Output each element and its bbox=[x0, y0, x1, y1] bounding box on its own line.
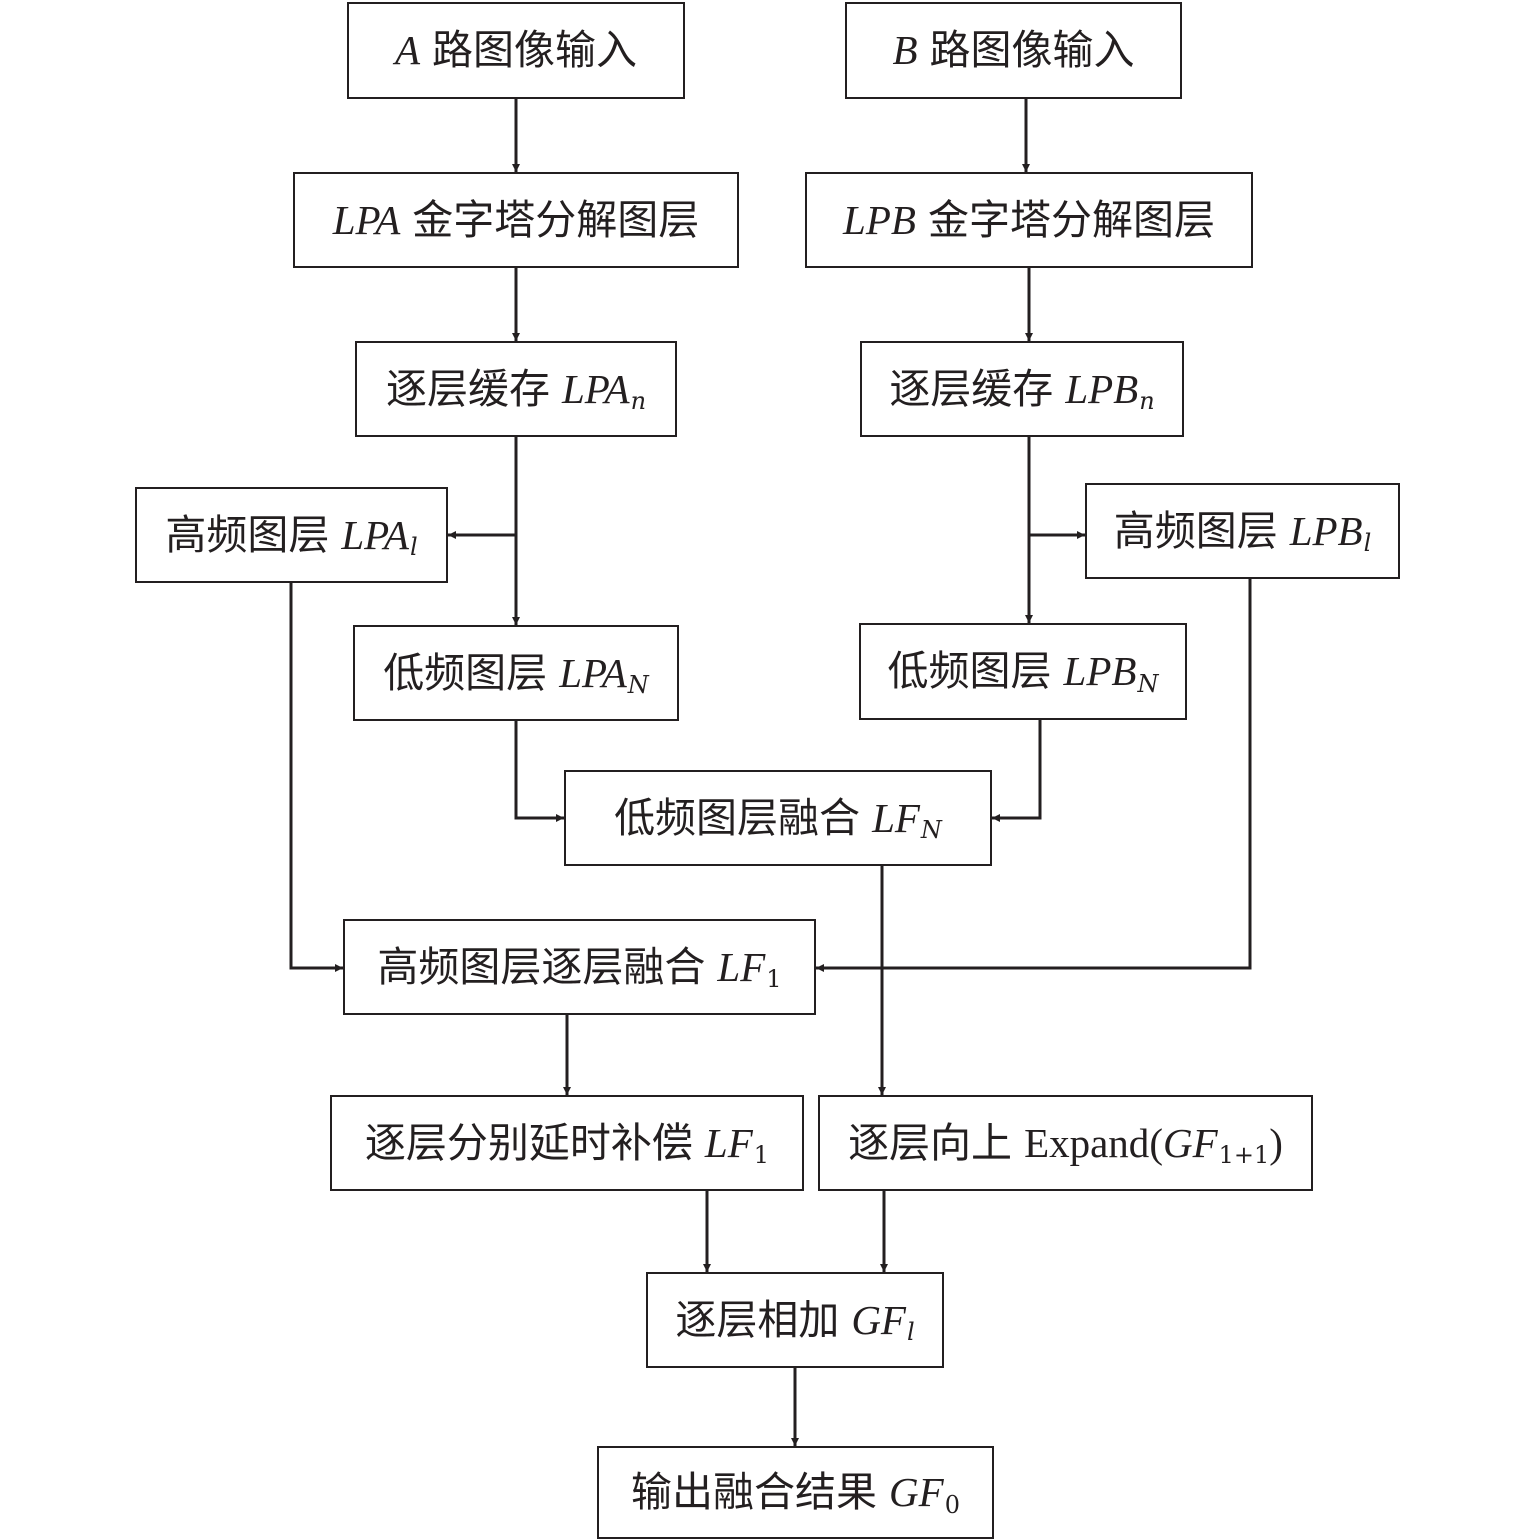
expand-sub: 1+1 bbox=[1218, 1141, 1270, 1169]
low-fusion-var: LF bbox=[872, 794, 920, 841]
arrow-lpb-high-to-high-fusion bbox=[816, 579, 1252, 972]
lpa-low-var: LPA bbox=[559, 649, 627, 696]
lpb-high-sub: l bbox=[1363, 529, 1372, 557]
low-fusion-label: 低频图层融合 bbox=[614, 793, 861, 842]
lpa-decomposition-label: 金字塔分解图层 bbox=[412, 195, 700, 244]
delay-compensation-label: 逐层分别延时补偿 bbox=[364, 1118, 693, 1167]
lpb-decomposition-label: 金字塔分解图层 bbox=[927, 195, 1215, 244]
lpb-cache-sub: n bbox=[1139, 387, 1155, 415]
output-var: GF bbox=[889, 1469, 944, 1515]
high-fusion-sub: 1 bbox=[766, 965, 782, 993]
high-fusion-var: LF bbox=[717, 943, 766, 990]
layer-add-label: 逐层相加 bbox=[675, 1295, 840, 1344]
lpa-cache-sub: n bbox=[630, 387, 647, 415]
output-sub: 0 bbox=[944, 1490, 960, 1519]
lpa-low-label: 低频图层 bbox=[383, 648, 548, 697]
lpa-high-var: LPA bbox=[341, 511, 409, 558]
arrow-lpb-low-to-low-fusion bbox=[992, 720, 1042, 822]
delay-compensation-sub: 1 bbox=[753, 1141, 770, 1169]
lpb-low-label: 低频图层 bbox=[887, 647, 1052, 695]
arrow-lpa-low-to-low-fusion bbox=[514, 721, 564, 822]
expand-func: Expand bbox=[1024, 1119, 1150, 1166]
layer-add-sub: l bbox=[906, 1318, 915, 1346]
layer-add-var: GF bbox=[851, 1296, 906, 1343]
a-input-label: 路图像输入 bbox=[432, 26, 638, 74]
lpa-cache-var: LPA bbox=[561, 365, 630, 412]
lpb-high-var: LPB bbox=[1289, 507, 1363, 554]
expand-label: 逐层向上 bbox=[848, 1118, 1013, 1167]
lpa-decomposition-var: LPA bbox=[332, 196, 401, 243]
low-fusion-sub: N bbox=[920, 816, 942, 844]
output-label: 输出融合结果 bbox=[631, 1468, 878, 1516]
lpa-low-sub: N bbox=[627, 671, 649, 699]
lpa-high-label: 高频图层 bbox=[165, 510, 330, 559]
delay-compensation-var: LF bbox=[704, 1119, 753, 1166]
arrow-lpa-high-to-high-fusion bbox=[289, 583, 343, 972]
lpb-high-label: 高频图层 bbox=[1113, 506, 1278, 555]
lpb-low-sub: N bbox=[1137, 669, 1159, 698]
expand-var: GF bbox=[1162, 1119, 1218, 1166]
high-fusion-label: 高频图层逐层融合 bbox=[377, 942, 706, 991]
b-input-var: B bbox=[892, 27, 918, 73]
lpb-decomposition-var: LPB bbox=[843, 196, 916, 243]
lpa-cache-label: 逐层缓存 bbox=[385, 364, 550, 413]
lpb-cache-label: 逐层缓存 bbox=[889, 364, 1054, 413]
expand-close-paren: ) bbox=[1269, 1119, 1283, 1166]
lpb-low-var: LPB bbox=[1063, 648, 1137, 694]
a-input-var: A bbox=[394, 27, 421, 73]
lpb-cache-var: LPB bbox=[1065, 365, 1139, 412]
expand-open-paren: ( bbox=[1149, 1119, 1163, 1166]
b-input-label: 路图像输入 bbox=[929, 26, 1135, 74]
lpa-high-sub: l bbox=[409, 533, 418, 561]
